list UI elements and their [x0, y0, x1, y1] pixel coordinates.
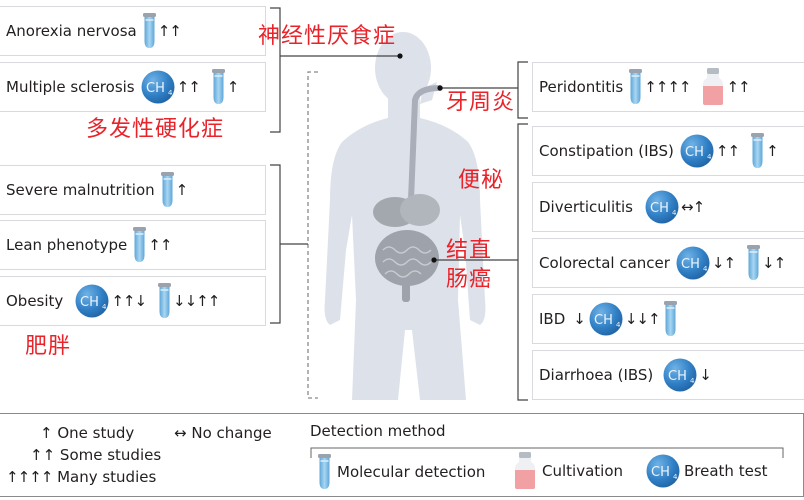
dashed-bracket [307, 71, 318, 399]
legend-breath-test: Breath test [646, 454, 768, 488]
annotation-multiple-sclerosis-cn: 多发性硬化症 [86, 117, 225, 142]
annotation-anorexia-cn: 神经性厌食症 [258, 24, 397, 49]
bracket-right-bottom [517, 123, 528, 401]
molecular-detection-icon [158, 283, 171, 319]
condition-box-constipation: Constipation (IBS) ↑↑ ↑ [532, 126, 804, 176]
breath-test-icon [645, 190, 679, 224]
bracket-right-top [517, 61, 528, 119]
condition-box-diverticulitis: Diverticulitis ↔↑ [532, 182, 804, 232]
legend-some-studies: ↑↑ Some studies [30, 446, 162, 464]
condition-label: Multiple sclerosis [6, 78, 135, 96]
legend-no-change: ↔ No change [174, 424, 272, 442]
breath-test-icon [589, 302, 623, 336]
molecular-detection-icon [664, 301, 677, 337]
condition-label: Peridontitis [539, 78, 624, 96]
legend-detection-bracket [310, 447, 784, 458]
molecular-detection-icon [747, 245, 760, 281]
annotation-peridontitis-cn: 牙周炎 [446, 90, 516, 115]
molecular-detection-icon [143, 13, 156, 49]
legend-many-studies: ↑↑↑↑ Many studies [6, 468, 157, 486]
condition-label: Diverticulitis [539, 198, 633, 216]
evidence-arrows-prefix: ↓ [573, 310, 586, 328]
evidence-arrows: ↓↑ [762, 254, 786, 272]
condition-box-obesity: Obesity ↑↑↓ ↓↓↑↑ [0, 276, 266, 326]
condition-box-ibd: IBD ↓ ↓↓↑ [532, 294, 804, 344]
oesophagus [408, 85, 443, 203]
condition-label: Lean phenotype [6, 236, 128, 254]
breath-test-icon [663, 358, 697, 392]
condition-box-colorectal-cancer: Colorectal cancer ↓↑ ↓↑ [532, 238, 804, 288]
condition-label: Obesity [6, 292, 64, 310]
cultivation-icon [514, 452, 536, 490]
molecular-detection-icon [318, 454, 331, 490]
molecular-detection-icon [212, 69, 225, 105]
breath-test-icon [646, 454, 680, 488]
molecular-detection-icon [751, 133, 764, 169]
condition-box-diarrhoea: Diarrhoea (IBS) ↓ [532, 350, 804, 400]
bracket-left-bottom [270, 164, 281, 324]
condition-box-severe-malnutrition: Severe malnutrition ↑ [0, 165, 266, 215]
condition-label: Severe malnutrition [6, 181, 155, 199]
evidence-arrows: ↑↑ [176, 78, 201, 96]
evidence-arrows: ↓↓↑ [624, 310, 661, 328]
evidence-arrows: ↑↑ [715, 142, 740, 160]
evidence-arrows: ↑↑ [148, 236, 172, 254]
legend-panel: ↑ One study ↑↑ Some studies ↑↑↑↑ Many st… [0, 413, 804, 497]
cultivation-icon [702, 68, 724, 106]
evidence-arrows: ↑ [175, 181, 189, 199]
annotation-obesity-cn: 肥胖 [25, 334, 72, 359]
condition-label: Colorectal cancer [539, 254, 670, 272]
evidence-arrows: ↑↑↑↑ [644, 78, 691, 96]
evidence-arrows: ↑↑↓ [111, 292, 147, 310]
breath-test-icon [141, 70, 175, 104]
legend-molecular: Molecular detection [318, 454, 485, 490]
evidence-arrows: ↔↑ [681, 198, 705, 216]
annotation-constipation-cn: 便秘 [458, 168, 505, 193]
condition-box-anorexia: Anorexia nervosa ↑↑ [0, 6, 266, 56]
evidence-arrows: ↓↓↑↑ [173, 292, 220, 310]
dot-mouth [437, 85, 443, 91]
dot-brain [397, 53, 403, 59]
legend-cultivation: Cultivation [514, 452, 623, 490]
evidence-arrows: ↓↑ [711, 254, 736, 272]
legend-detection-title: Detection method [310, 422, 446, 440]
annotation-colorectal-cn: 结直 肠癌 [446, 238, 493, 292]
evidence-arrows: ↑ [226, 78, 240, 96]
molecular-detection-icon [629, 69, 642, 105]
evidence-arrows: ↑ [766, 142, 779, 160]
condition-label: Anorexia nervosa [6, 22, 137, 40]
condition-label: IBD [539, 310, 566, 328]
breath-test-icon [75, 284, 109, 318]
condition-box-peridontitis: Peridontitis ↑↑↑↑ ↑↑ [532, 62, 804, 112]
breath-test-icon [676, 246, 710, 280]
condition-label: Constipation (IBS) [539, 142, 674, 160]
digestive-system [373, 194, 440, 302]
condition-label: Diarrhoea (IBS) [539, 366, 654, 384]
evidence-arrows: ↑↑ [726, 78, 750, 96]
evidence-arrows: ↑↑ [157, 22, 182, 40]
molecular-detection-icon [133, 227, 146, 263]
condition-box-multiple-sclerosis: Multiple sclerosis ↑↑ ↑ [0, 62, 266, 112]
evidence-arrows: ↓ [699, 366, 712, 384]
condition-box-lean-phenotype: Lean phenotype ↑↑ [0, 220, 266, 270]
bracket-left-top [270, 7, 281, 133]
dot-gut [431, 257, 437, 263]
legend-one-study: ↑ One study [40, 424, 135, 442]
molecular-detection-icon [161, 172, 174, 208]
breath-test-icon [680, 134, 714, 168]
